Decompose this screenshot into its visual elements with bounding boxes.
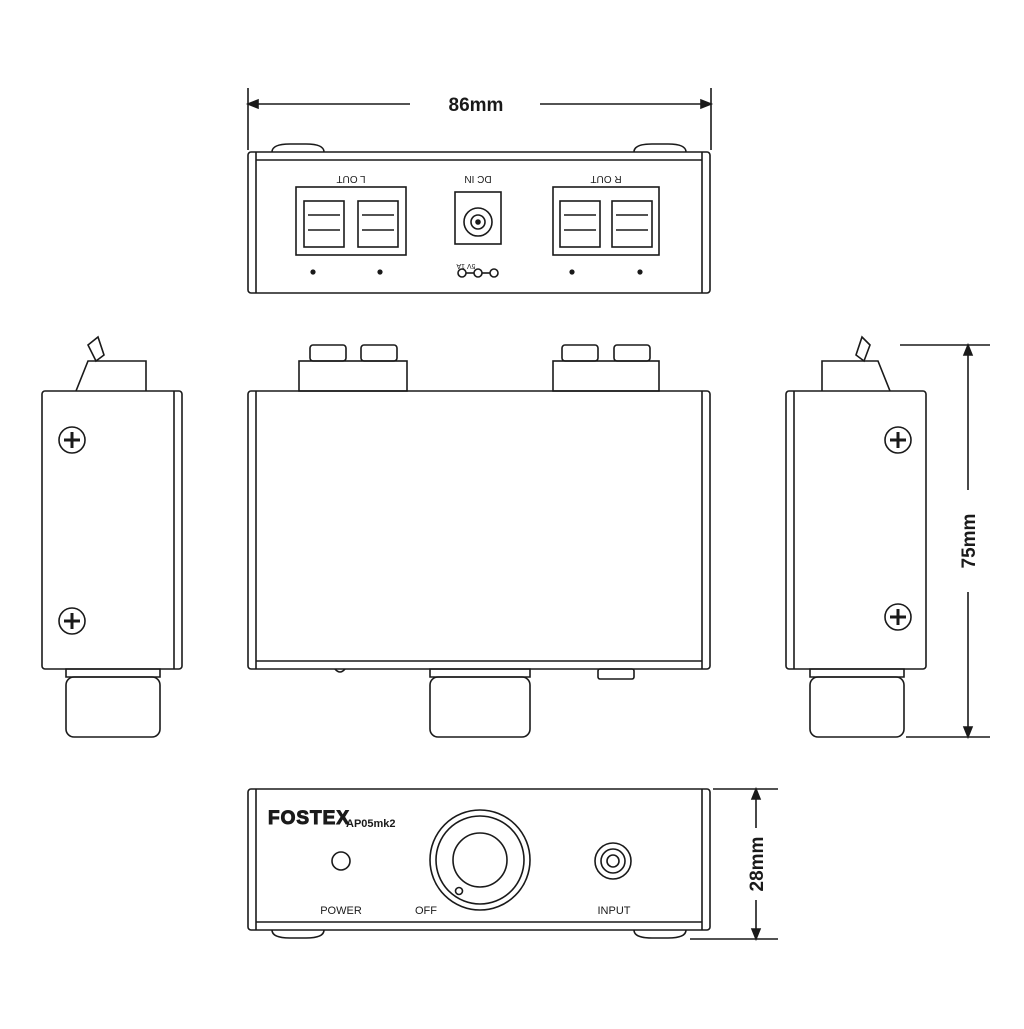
rear-panel-outline [247,151,711,294]
input-jack[interactable] [594,842,632,880]
brand-logo: FOSTEX [268,808,350,829]
rear-foot-right [633,143,687,153]
top-r-clip-2 [613,344,651,362]
main-input-jack [597,668,635,680]
depth-dimension-label: 28mm [747,837,768,892]
dc-in-ring [463,207,493,237]
input-label: INPUT [598,905,631,917]
depth-arrow-bottom [750,928,762,942]
r-out-block [552,186,660,256]
width-dimension: 86mm [245,88,714,150]
l-out-clip-2 [357,200,399,248]
screw-icon [58,607,86,635]
volume-knob-indicator [454,886,464,896]
width-arrow-right [700,98,714,110]
dc-in-jack [454,191,502,278]
width-arrow-left [245,98,259,110]
height-arrow-top [962,342,974,356]
r-out-dot-1 [569,269,575,275]
l-out-label: L OUT [336,173,365,184]
front-panel-view: FOSTEX AP05mk2 POWER OFF INPUT [247,788,711,939]
left-side-knob-tab [86,335,105,363]
screw-icon [884,603,912,631]
top-l-terminal-block [298,360,408,392]
right-side-knob [809,676,905,738]
input-jack-ring [600,848,626,874]
polarity-symbol-pos [489,268,499,278]
left-side-panel [41,390,183,670]
off-label: OFF [415,905,437,917]
height-arrow-bottom [962,726,974,740]
r-out-terminal [552,186,660,275]
screw-icon [58,426,86,454]
volume-knob-bezel [435,815,525,905]
front-panel-outline [247,788,711,931]
model-name: AP05mk2 [346,818,396,830]
top-r-terminal-block [552,360,660,392]
l-out-block [295,186,407,256]
rear-foot-left [271,143,325,153]
dc-in-inner [470,214,486,230]
main-foot-left [334,668,346,673]
volume-knob-cap [452,832,508,888]
front-foot-right [633,929,687,939]
dc-rating-label: 5V 1A [456,262,475,269]
height-dimension: 75mm [900,342,990,740]
volume-knob-outer [429,809,531,911]
top-l-clip-1 [309,344,347,362]
main-knob-ring [429,668,531,678]
left-side-knob [65,676,161,738]
dc-in-housing [454,191,502,245]
width-dimension-label: 86mm [449,95,504,116]
l-out-clip-1 [303,200,345,248]
left-side-view [41,335,183,738]
main-body-outline [247,390,711,670]
rear-panel-view: L OUT DC IN 5V 1A R OUT [247,143,711,294]
r-out-clip-2 [611,200,653,248]
r-out-dot-2 [637,269,643,275]
input-jack-hole [606,854,620,868]
r-out-label: R OUT [590,173,621,184]
main-top-view [247,344,711,738]
right-side-terminal [821,360,891,392]
r-out-clip-1 [559,200,601,248]
l-out-dot-1 [310,269,316,275]
top-l-clip-2 [360,344,398,362]
right-side-knob-ring [809,668,905,678]
top-r-clip-1 [561,344,599,362]
right-side-view [785,335,927,738]
polarity-symbol-center [473,268,483,278]
power-label: POWER [320,905,362,917]
l-out-dot-2 [377,269,383,275]
depth-arrow-top [750,786,762,800]
height-dimension-label: 75mm [959,514,980,569]
depth-dimension: 28mm [690,786,778,942]
volume-knob[interactable] [429,809,531,911]
input-jack-outer [594,842,632,880]
left-side-terminal [75,360,147,392]
front-foot-left [271,929,325,939]
power-led [331,851,351,871]
l-out-terminal [295,186,407,275]
right-side-knob-tab [855,335,871,363]
polarity-symbol-neg [457,268,467,278]
left-side-knob-ring [65,668,161,678]
screw-icon [884,426,912,454]
dc-in-label: DC IN [464,173,491,184]
main-knob [429,676,531,738]
